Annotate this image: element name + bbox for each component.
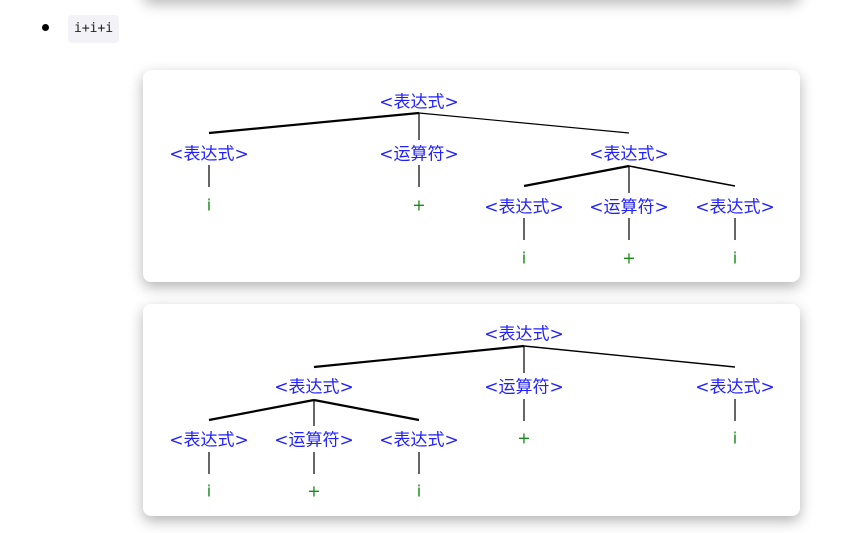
tree-node: <运算符> (274, 430, 354, 451)
tree-node: <表达式> (169, 144, 249, 165)
tree-node: <运算符> (589, 197, 669, 218)
tree-leaf: i (732, 248, 738, 268)
tree-edges (208, 344, 736, 474)
tree-node: <表达式> (379, 430, 459, 451)
parse-tree-2: <表达式> <表达式> <运算符> <表达式> <表达式> <运算符> <表达式… (143, 304, 800, 516)
tree-leaf: i (732, 428, 738, 448)
tree-node: <表达式> (484, 324, 564, 345)
tree-leaf: + (307, 481, 321, 501)
tree-node: <表达式> (695, 377, 775, 398)
tree-leaf: + (412, 195, 426, 215)
tree-leaf: i (416, 481, 422, 501)
tree-node: <运算符> (484, 377, 564, 398)
expression-code: i+i+i (68, 15, 120, 43)
tree-node: <运算符> (379, 144, 459, 165)
tree-leaf: + (517, 428, 531, 448)
tree-node: <表达式> (484, 197, 564, 218)
tree-node: <表达式> (274, 377, 354, 398)
tree-node: <表达式> (589, 144, 669, 165)
tree-node: <表达式> (695, 197, 775, 218)
list-bullet (42, 24, 49, 31)
parse-tree-1: <表达式> <表达式> <运算符> <表达式> i + <表达式> <运算符> … (143, 70, 800, 282)
tree-node: <表达式> (379, 92, 459, 113)
tree-leaf: i (206, 481, 212, 501)
tree-node: <表达式> (169, 430, 249, 451)
tree-leaf: i (206, 195, 212, 215)
tree-leaf: + (622, 248, 636, 268)
tree-edges (208, 111, 736, 240)
tree-leaf: i (521, 248, 527, 268)
